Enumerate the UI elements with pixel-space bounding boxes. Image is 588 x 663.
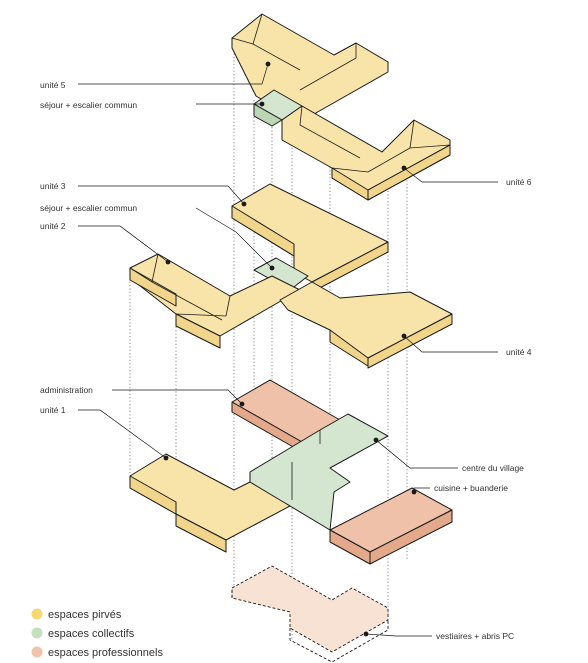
unit-3-roof xyxy=(231,183,389,283)
legend: espaces pirvés espaces collectifs espace… xyxy=(31,608,163,659)
label-vestiaires: vestiaires + abris PC xyxy=(436,631,514,641)
shelter-outline xyxy=(231,565,389,653)
unit-2-side-front xyxy=(175,313,221,349)
level-lower xyxy=(129,379,453,565)
legend-label-professional: espaces professionnels xyxy=(48,647,163,659)
legend-swatch-private xyxy=(31,608,43,620)
level-middle xyxy=(129,183,453,369)
unit-4-roof xyxy=(279,281,453,359)
label-unite-4: unité 4 xyxy=(506,347,532,357)
label-unite-1: unité 1 xyxy=(40,405,66,415)
unit-6-side-front xyxy=(367,144,451,201)
label-unite-5: unité 5 xyxy=(40,80,66,90)
label-unite-2: unité 2 xyxy=(40,221,66,231)
legend-label-collective: espaces collectifs xyxy=(48,628,135,640)
labels: unité 5 séjour + escalier commun unité 6… xyxy=(40,80,532,641)
unit-2-side xyxy=(129,267,177,307)
unit-1-side-front xyxy=(175,513,227,553)
kitchen-side-front xyxy=(369,509,453,565)
leaders xyxy=(78,61,498,637)
legend-swatch-collective xyxy=(31,627,43,639)
unit-3-side xyxy=(231,205,295,257)
label-unite-6: unité 6 xyxy=(506,177,532,187)
legend-label-private: espaces pirvés xyxy=(48,609,122,621)
unit-6-roof xyxy=(281,105,451,201)
label-sejour-top: séjour + escalier commun xyxy=(40,100,137,110)
label-centre: centre du village xyxy=(462,463,524,473)
level-basement xyxy=(231,565,389,663)
label-administration: administration xyxy=(40,385,93,395)
label-sejour-mid: séjour + escalier commun xyxy=(40,203,137,213)
level-top xyxy=(231,13,451,201)
common-living-top-side xyxy=(253,103,283,127)
label-cuisine: cuisine + buanderie xyxy=(434,483,508,493)
label-unite-3: unité 3 xyxy=(40,181,66,191)
legend-swatch-professional xyxy=(31,646,43,658)
